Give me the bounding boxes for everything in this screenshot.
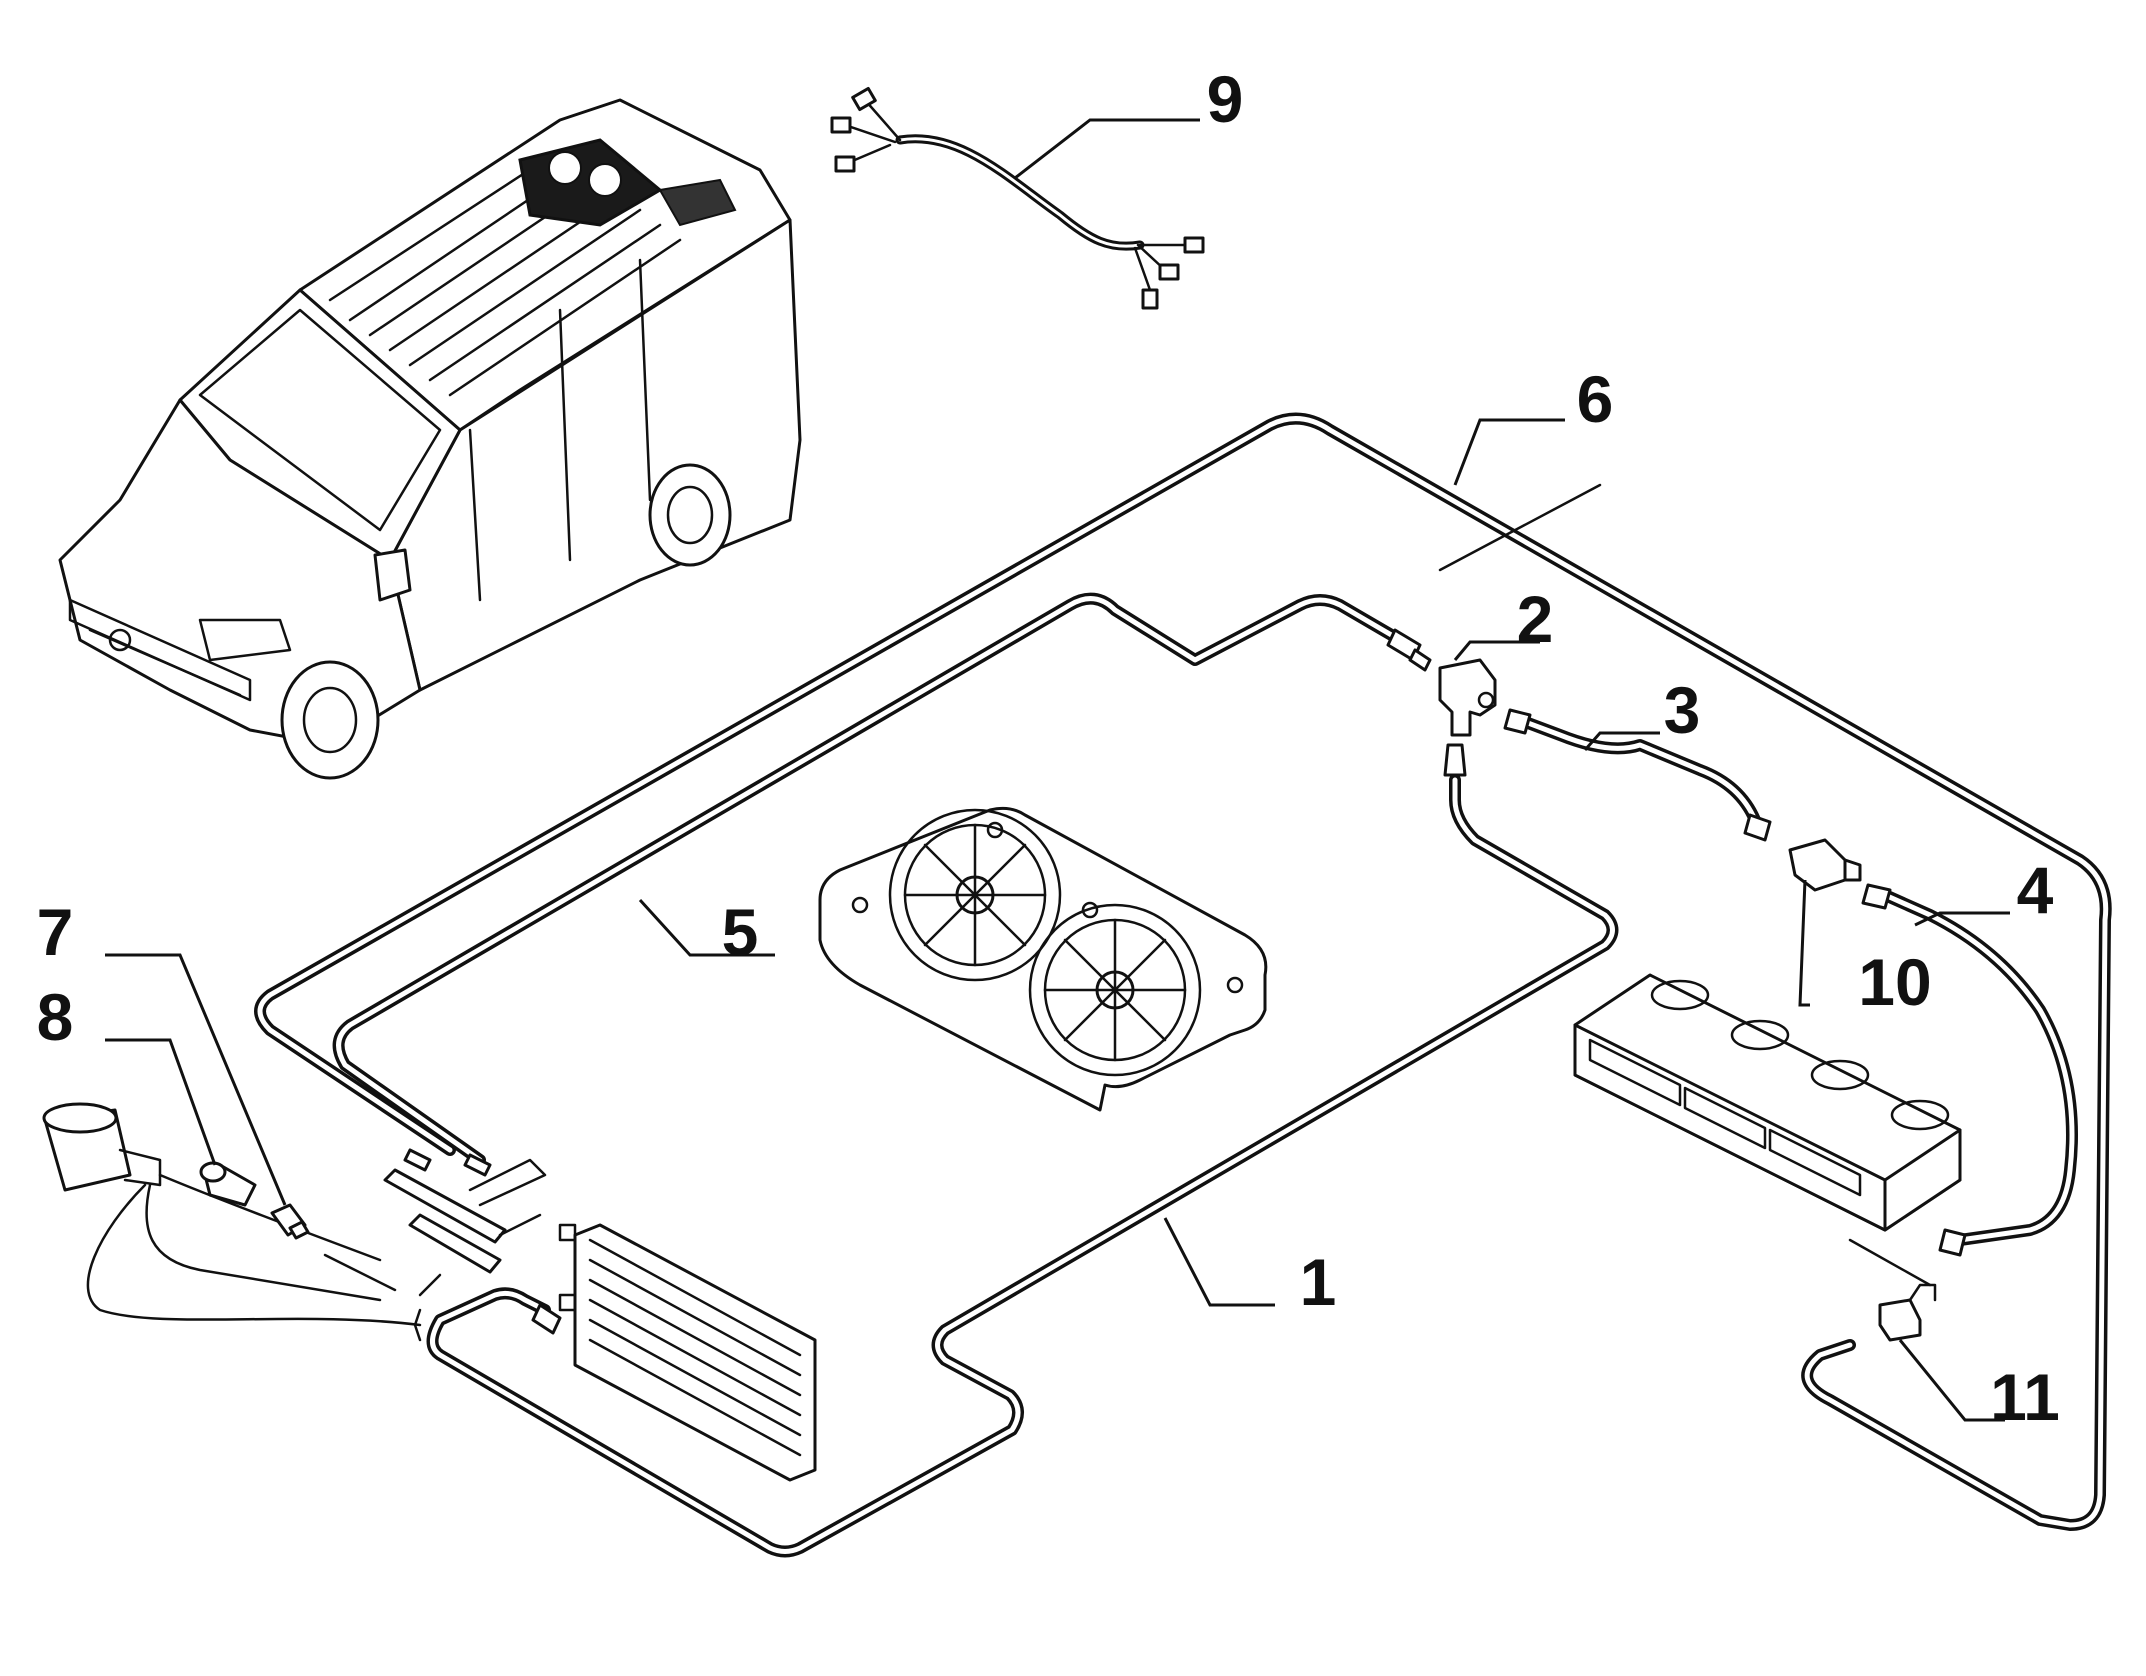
callout-labels: 9 6 2 3 4 5 10 1 11 7 8 [37,62,2060,1434]
callout-8: 8 [37,980,74,1054]
leader-lines [105,118,2010,1422]
callout-7: 7 [37,895,74,969]
radiator-condenser [558,1223,817,1482]
evaporator-unit [1573,973,1962,1287]
hose-5-fittings [1386,628,1432,672]
callout-11: 11 [1990,1360,2060,1434]
hose-1 [426,743,1619,1558]
fitting-part [270,1203,310,1240]
callout-6: 6 [1577,362,1614,436]
cap-part [199,1161,257,1207]
condenser-fan-unit [818,806,1268,1112]
hose-4 [1861,883,2078,1257]
callout-5: 5 [722,895,759,969]
callout-2: 2 [1517,582,1554,656]
charging-assembly [42,1102,422,1342]
tee-fitting [1438,658,1497,737]
van-illustration [58,98,802,780]
pressure-switch-11 [1878,1283,1937,1342]
hose-6 [254,412,2112,1531]
callout-10: 10 [1858,945,1931,1019]
callout-1: 1 [1300,1245,1337,1319]
callout-4: 4 [2017,853,2054,927]
callout-9: 9 [1207,62,1244,136]
hose-3 [1503,708,1772,842]
callout-3: 3 [1664,673,1701,747]
receiver-drier-assembly [323,1148,547,1297]
hose-5 [332,592,1432,1166]
wiring-harness [830,86,1205,310]
pressure-switch-10 [1788,838,1862,892]
